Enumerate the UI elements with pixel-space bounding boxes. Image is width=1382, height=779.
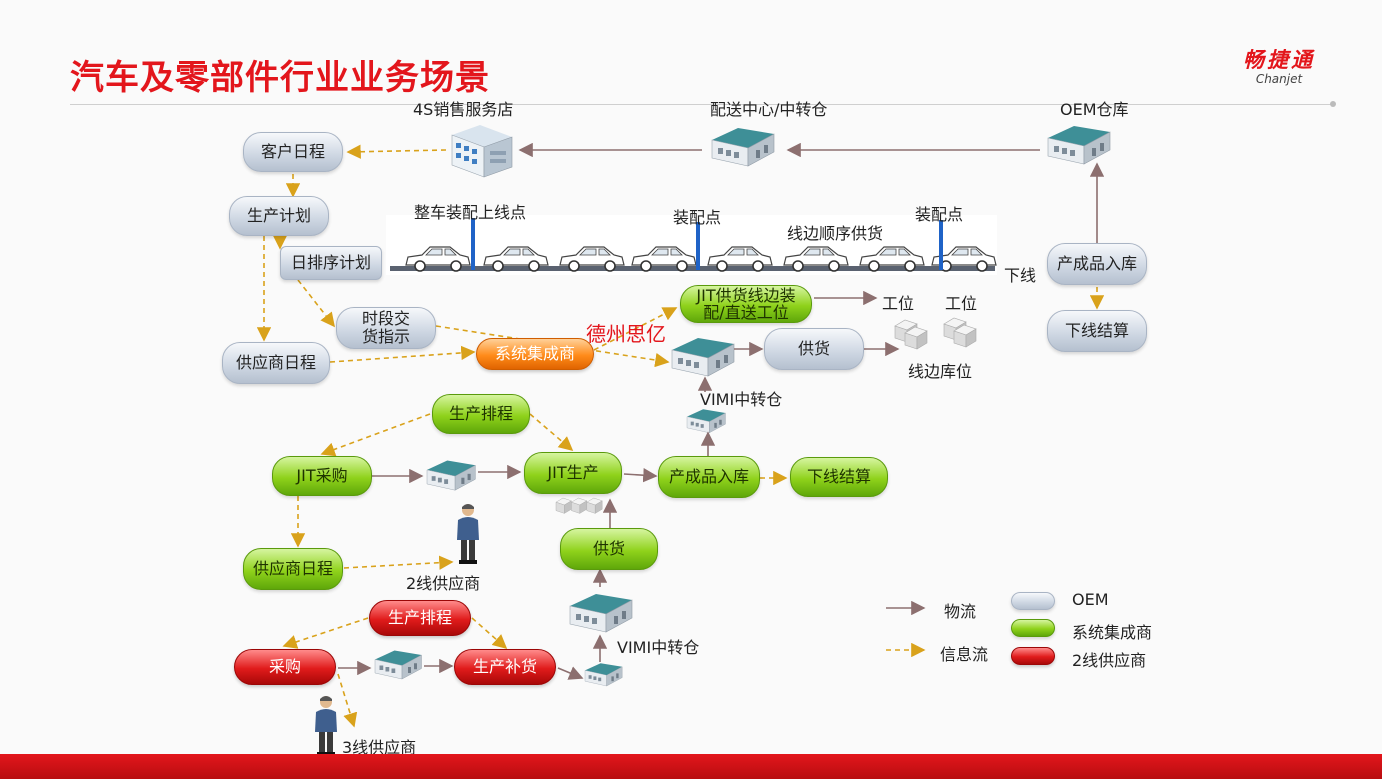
legend-tier2-label: 2线供应商 — [1072, 651, 1147, 670]
parts-box-icon — [943, 317, 977, 348]
node-jit-production[interactable]: JIT生产 — [524, 452, 622, 494]
assembly-line-track — [390, 266, 995, 271]
warehouse-icon — [569, 593, 633, 633]
vmi-transfer-lower-label: VIMI中转仓 — [617, 638, 700, 657]
node-purchase[interactable]: 采购 — [234, 649, 336, 685]
integrator-company-name: 德州思亿 — [586, 322, 666, 346]
legend-tier2-swatch — [1011, 647, 1055, 665]
warehouse-icon — [711, 127, 775, 167]
assembly-line-icon — [405, 218, 997, 272]
jit-direct-line-2: 配/直送工位 — [703, 303, 789, 322]
material-flow-arrows — [338, 142, 1105, 680]
brand-logo: 畅捷通 Chanjet — [1243, 44, 1315, 86]
node-oem-finished-goods-in[interactable]: 产成品入库 — [1047, 243, 1147, 285]
node-jit-direct-supply[interactable]: JIT供货线边装 配/直送工位 — [680, 285, 812, 323]
office-building-icon — [451, 125, 513, 178]
node-integrator-supply[interactable]: 供货 — [560, 528, 658, 570]
site-label-4s-store: 4S销售服务店 — [413, 100, 514, 119]
warehouse-icon — [584, 662, 623, 687]
person-icon — [315, 696, 337, 756]
node-daily-sequence-plan[interactable]: 日排序计划 — [280, 246, 382, 280]
parts-box-icon — [894, 319, 928, 350]
workstation-label-1: 工位 — [882, 294, 915, 313]
time-slot-line-2: 货指示 — [361, 327, 410, 346]
warehouse-icon — [671, 337, 735, 377]
warehouse-icon — [374, 650, 422, 680]
legend-integrator-label: 系统集成商 — [1072, 623, 1153, 642]
node-time-slot-instruction[interactable]: 时段交 货指示 — [336, 307, 436, 349]
warehouse-icon — [686, 408, 726, 434]
node-jit-purchase[interactable]: JIT采购 — [272, 456, 372, 496]
node-integrator-offline-settlement[interactable]: 下线结算 — [790, 457, 888, 497]
node-oem-supplier-schedule[interactable]: 供应商日程 — [222, 342, 330, 384]
title-divider-dot — [1330, 101, 1336, 107]
info-flow-arrows — [256, 144, 1105, 728]
page-title: 汽车及零部件行业业务场景 — [70, 58, 490, 98]
warehouse-icon — [426, 460, 476, 491]
site-label-distribution-center: 配送中心/中转仓 — [710, 100, 828, 119]
legend-info-flow-label: 信息流 — [940, 645, 989, 664]
logo-english: Chanjet — [1255, 72, 1303, 86]
assembly-point-label-1: 装配点 — [673, 208, 722, 227]
title-divider — [70, 104, 1335, 105]
node-production-plan[interactable]: 生产计划 — [229, 196, 329, 236]
vmi-transfer-upper-label: VIMI中转仓 — [700, 390, 783, 409]
node-integrator-finished-goods-in[interactable]: 产成品入库 — [658, 456, 760, 498]
legend-oem-swatch — [1011, 592, 1055, 610]
line-side-storage-label: 线边库位 — [908, 362, 973, 381]
tier2-supplier-label: 2线供应商 — [406, 574, 481, 593]
jit-direct-line-1: JIT供货线边装 — [696, 286, 796, 305]
sequence-supply-label: 线边顺序供货 — [787, 224, 884, 243]
legend-oem-label: OEM — [1072, 590, 1109, 609]
parts-box-icon — [555, 497, 603, 514]
assembly-point-label-2: 装配点 — [915, 205, 964, 224]
node-customer-schedule[interactable]: 客户日程 — [243, 132, 343, 172]
tier3-supplier-label: 3线供应商 — [342, 738, 417, 757]
node-integrator-production-schedule[interactable]: 生产排程 — [432, 394, 530, 434]
person-icon — [457, 504, 479, 564]
time-slot-line-1: 时段交 — [361, 309, 410, 328]
legend-material-flow-label: 物流 — [944, 602, 977, 621]
node-oem-supply[interactable]: 供货 — [764, 328, 864, 370]
node-system-integrator[interactable]: 系统集成商 — [476, 338, 594, 370]
site-label-oem-warehouse: OEM仓库 — [1060, 100, 1129, 119]
node-tier-production-schedule[interactable]: 生产排程 — [369, 600, 471, 636]
node-production-replenish[interactable]: 生产补货 — [454, 649, 556, 685]
node-integrator-supplier-schedule[interactable]: 供应商日程 — [243, 548, 343, 590]
assembly-line-start-label: 整车装配上线点 — [414, 203, 527, 222]
warehouse-icon — [1047, 125, 1111, 165]
footer-bar — [0, 754, 1382, 779]
workstation-label-2: 工位 — [945, 294, 978, 313]
node-oem-offline-settlement[interactable]: 下线结算 — [1047, 310, 1147, 352]
legend-integrator-swatch — [1011, 619, 1055, 637]
logo-chinese: 畅捷通 — [1243, 48, 1315, 72]
line-off-label: 下线 — [1004, 266, 1037, 285]
